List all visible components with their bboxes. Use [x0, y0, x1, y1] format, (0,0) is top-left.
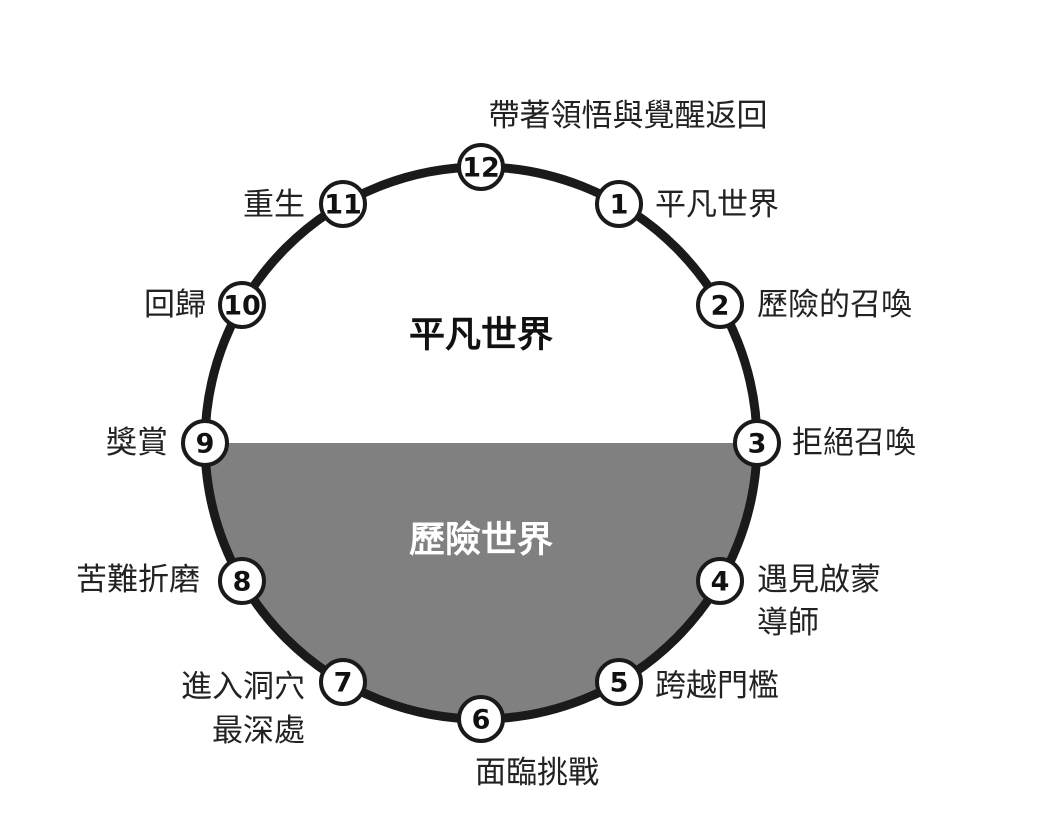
- stage-number: 9: [196, 429, 215, 460]
- adventure-world-region: [205, 443, 757, 719]
- stage-node-8: 8: [217, 557, 266, 605]
- stage-number: 4: [711, 567, 730, 598]
- stage-node-4: 4: [696, 557, 745, 605]
- stage-label-4-line2: 導師: [757, 605, 819, 641]
- stage-number: 11: [324, 189, 362, 220]
- stage-label-9: 獎賞: [106, 425, 168, 461]
- stage-node-1: 1: [595, 179, 643, 228]
- stage-label-8: 苦難折磨: [76, 562, 200, 598]
- stage-label-6: 面臨挑戰: [475, 755, 599, 791]
- stage-label-10: 回歸: [144, 287, 206, 323]
- stage-node-circle: [319, 658, 367, 707]
- stage-label-1: 平凡世界: [655, 187, 779, 223]
- stage-label-5: 跨越門檻: [655, 668, 779, 704]
- stage-node-circle: [595, 658, 643, 707]
- stage-number: 7: [334, 668, 353, 699]
- stage-number: 8: [233, 567, 252, 598]
- stage-label-4-line1: 遇見啟蒙: [757, 562, 881, 598]
- stage-node-circle: [181, 419, 229, 467]
- stage-label-7-line2: 最深處: [212, 713, 305, 749]
- stage-node-circle: [319, 179, 367, 228]
- stage-node-5: 5: [595, 658, 643, 707]
- adventure-world-title: 歷險世界: [409, 520, 553, 561]
- stage-node-2: 2: [696, 281, 745, 329]
- stage-node-circle: [696, 281, 745, 329]
- stage-node-circle: [595, 179, 643, 228]
- stage-node-6: 6: [457, 695, 505, 743]
- stage-number: 12: [462, 153, 500, 184]
- ordinary-world-title: 平凡世界: [409, 315, 553, 356]
- stage-node-9: 9: [181, 419, 229, 467]
- stage-node-circle: [457, 695, 505, 743]
- stage-label-11: 重生: [243, 187, 305, 223]
- stage-label-7-line1: 進入洞穴: [181, 669, 305, 705]
- stage-node-circle: [457, 143, 505, 191]
- stage-number: 10: [223, 291, 261, 322]
- stage-label-3: 拒絕召喚: [792, 425, 916, 461]
- stage-number: 2: [711, 291, 730, 322]
- stage-node-circle: [217, 281, 266, 329]
- stage-node-12: 12: [457, 143, 505, 191]
- stage-number: 5: [610, 668, 629, 699]
- stage-node-circle: [217, 557, 266, 605]
- stage-node-11: 11: [319, 179, 367, 228]
- stage-node-10: 10: [217, 281, 266, 329]
- stage-number: 3: [748, 429, 767, 460]
- stage-node-7: 7: [319, 658, 367, 707]
- stage-number: 6: [472, 705, 491, 736]
- stage-label-2: 歷險的召喚: [757, 287, 912, 323]
- stage-node-circle: [733, 419, 781, 467]
- stage-node-3: 3: [733, 419, 781, 467]
- stage-label-12: 帶著領悟與覺醒返回: [489, 98, 768, 134]
- stage-node-circle: [696, 557, 745, 605]
- stage-number: 1: [610, 189, 629, 220]
